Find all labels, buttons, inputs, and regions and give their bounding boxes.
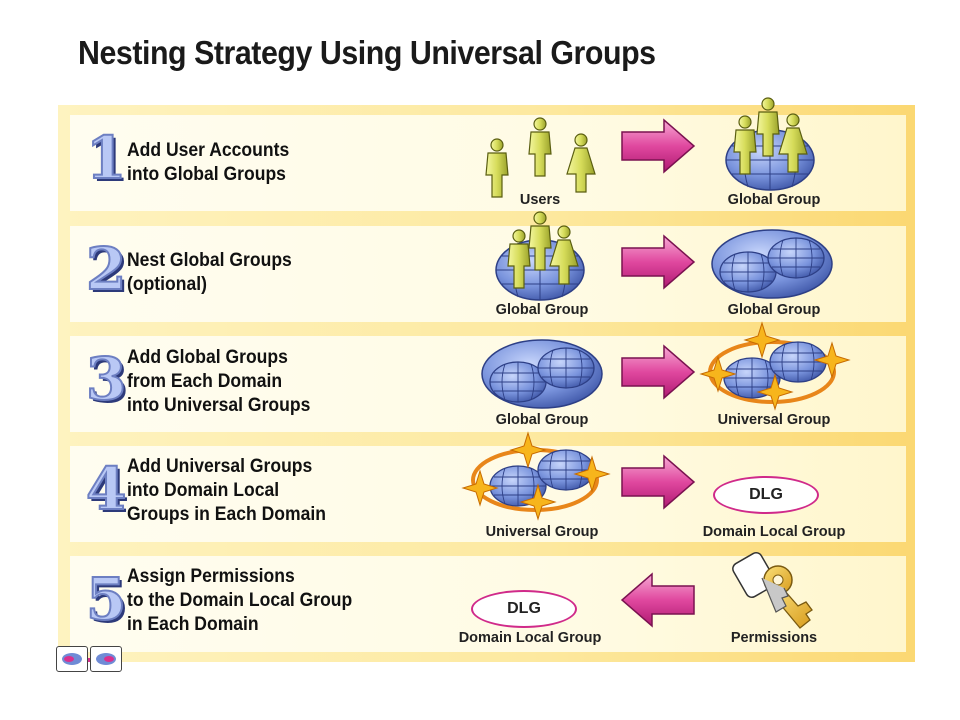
step-5-line-3: in Each Domain xyxy=(127,613,259,635)
step-number-3: 3 xyxy=(85,345,127,413)
caption-global-group-1: Global Group xyxy=(727,192,821,208)
nav-forward-button[interactable] xyxy=(90,646,122,672)
page-title: Nesting Strategy Using Universal Groups xyxy=(78,34,656,71)
nav-back-button[interactable] xyxy=(56,646,88,672)
arrow-right-icon-4 xyxy=(621,455,695,509)
arrow-right-icon-2 xyxy=(621,235,695,289)
dlg-badge-4: DLG xyxy=(713,476,819,514)
step-number-4: 4 xyxy=(85,455,127,523)
step-2-line-1: Nest Global Groups xyxy=(127,249,292,271)
caption-global-group-3: Global Group xyxy=(495,412,589,428)
users-icon xyxy=(485,117,596,198)
universal-group-icon-4 xyxy=(462,432,610,520)
step-4-line-1: Add Universal Groups xyxy=(127,455,313,477)
step-text-3: Add Global Groups from Each Domain into … xyxy=(127,345,310,417)
step-text-5: Assign Permissions to the Domain Local G… xyxy=(127,564,352,636)
universal-group-icon-3 xyxy=(700,322,850,410)
step-3-line-3: into Universal Groups xyxy=(127,394,311,416)
caption-permissions: Permissions xyxy=(730,630,818,646)
global-group-icon-1 xyxy=(725,97,815,191)
step-3-line-1: Add Global Groups xyxy=(127,346,288,368)
step-text-1: Add User Accounts into Global Groups xyxy=(127,138,289,186)
step-4-line-2: into Domain Local xyxy=(127,479,280,501)
caption-universal-group-4: Universal Group xyxy=(485,524,599,540)
step-4-line-3: Groups in Each Domain xyxy=(127,503,326,525)
slide-icon-left xyxy=(62,653,82,665)
caption-global-group-2b: Global Group xyxy=(727,302,821,318)
caption-users: Users xyxy=(519,192,561,208)
step-number-2: 2 xyxy=(85,235,127,303)
step-5-line-1: Assign Permissions xyxy=(127,565,295,587)
step-2-line-2: (optional) xyxy=(127,273,207,295)
step-number-1: 1 xyxy=(85,124,127,192)
step-1-line-2: into Global Groups xyxy=(127,163,286,185)
arrow-right-icon-3 xyxy=(621,345,695,399)
global-group-icon-2 xyxy=(495,211,585,301)
caption-global-group-2a: Global Group xyxy=(495,302,589,318)
caption-universal-group-3: Universal Group xyxy=(717,412,831,428)
step-5-line-2: to the Domain Local Group xyxy=(127,589,353,611)
step-number-5: 5 xyxy=(85,565,127,633)
key-icon xyxy=(732,551,813,629)
nested-global-group-icon xyxy=(711,229,833,299)
step-text-4: Add Universal Groups into Domain Local G… xyxy=(127,454,326,526)
caption-domain-local-group-4: Domain Local Group xyxy=(702,524,846,540)
step-3-line-2: from Each Domain xyxy=(127,370,283,392)
caption-domain-local-group-5: Domain Local Group xyxy=(458,630,602,646)
dlg-badge-5: DLG xyxy=(471,590,577,628)
nested-global-group-icon-3 xyxy=(481,339,603,409)
arrow-right-icon-1 xyxy=(621,119,695,173)
arrow-left-icon-5 xyxy=(621,573,695,627)
step-text-2: Nest Global Groups (optional) xyxy=(127,248,292,296)
slide-icon-right xyxy=(96,653,116,665)
step-1-line-1: Add User Accounts xyxy=(127,139,290,161)
